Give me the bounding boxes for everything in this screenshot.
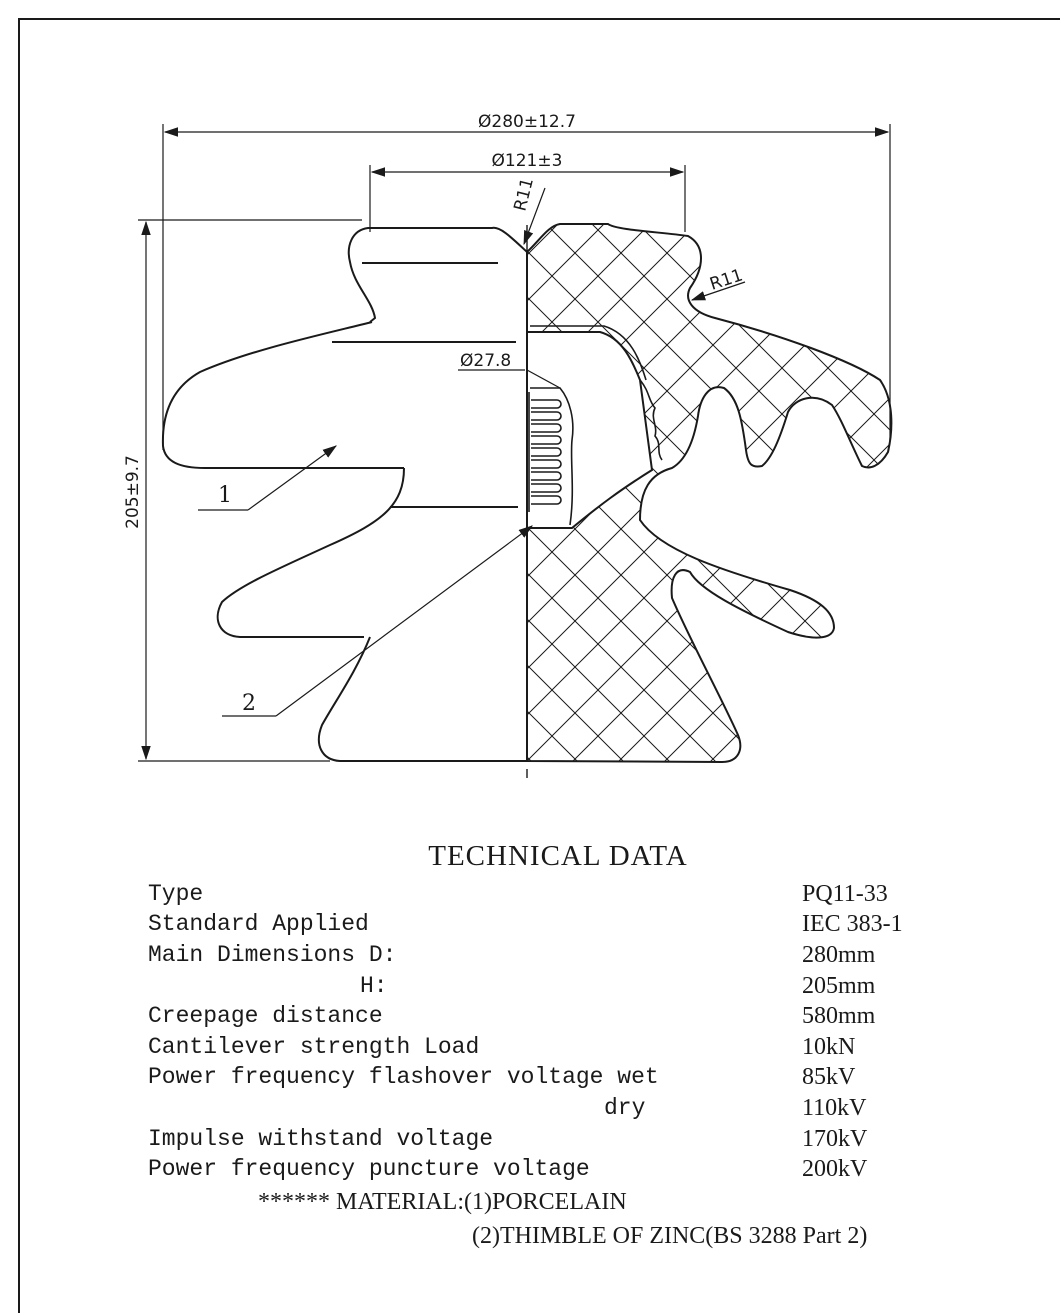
dimension-top-diameter [369,165,686,232]
technical-data-title: TECHNICAL DATA [428,840,688,872]
spec-value-flashover-dry: 110kV [802,1095,867,1121]
material-line-2: (2)THIMBLE OF ZINC(BS 3288 Part 2) [472,1223,868,1249]
spec-value-impulse: 170kV [802,1126,868,1152]
spec-label-flashover-dry: dry [604,1095,646,1121]
spec-label-impulse: Impulse withstand voltage [148,1126,494,1152]
callout-1-leader [198,445,337,511]
spec-value-cantilever: 10kN [802,1034,856,1060]
insulator-left-outline [161,226,528,762]
dim-top-diameter-label: Ø121±3 [492,151,563,171]
spec-label-puncture: Power frequency puncture voltage [148,1156,590,1182]
spec-label-dimension-d: Main Dimensions D: [148,942,397,968]
spec-label-creepage: Creepage distance [148,1003,383,1029]
spec-label-flashover-wet: Power frequency flashover voltage wet [148,1064,659,1090]
dim-outer-diameter-label: Ø280±12.7 [478,112,576,132]
dimension-outer-diameter [162,124,891,450]
insulator-drawing: Ø280±12.7 Ø121±3 205±9.7 Ø27.8 R11 R11 1… [123,112,893,778]
spec-value-creepage: 580mm [802,1003,876,1029]
radius-top-label: R11 [510,176,537,213]
insulator-right-section [526,223,893,764]
spec-value-standard: IEC 383-1 [802,911,903,937]
material-line-1: ****** MATERIAL:(1)PORCELAIN [258,1189,627,1215]
drawing-sheet-border [18,18,1060,1313]
dimension-height [138,219,362,762]
spec-label-standard: Standard Applied [148,911,369,937]
callout-2-leader [222,525,533,717]
callout-2-label: 2 [242,691,256,716]
spec-label-type: Type [148,881,204,907]
radius-side-label: R11 [707,265,745,294]
spec-label-cantilever: Cantilever strength Load [148,1034,480,1060]
dim-height-label: 205±9.7 [123,455,143,529]
dimension-bore [458,369,561,389]
spec-label-dimension-h: H: [360,973,388,999]
spec-value-dimension-d: 280mm [802,942,876,968]
dim-bore-label: Ø27.8 [460,351,511,371]
spec-value-dimension-h: 205mm [802,973,876,999]
spec-value-puncture: 200kV [802,1156,868,1182]
spec-value-flashover-wet: 85kV [802,1064,856,1090]
callout-1-label: 1 [218,483,232,508]
radius-leaders [523,187,746,301]
spec-value-type: PQ11-33 [802,881,888,907]
